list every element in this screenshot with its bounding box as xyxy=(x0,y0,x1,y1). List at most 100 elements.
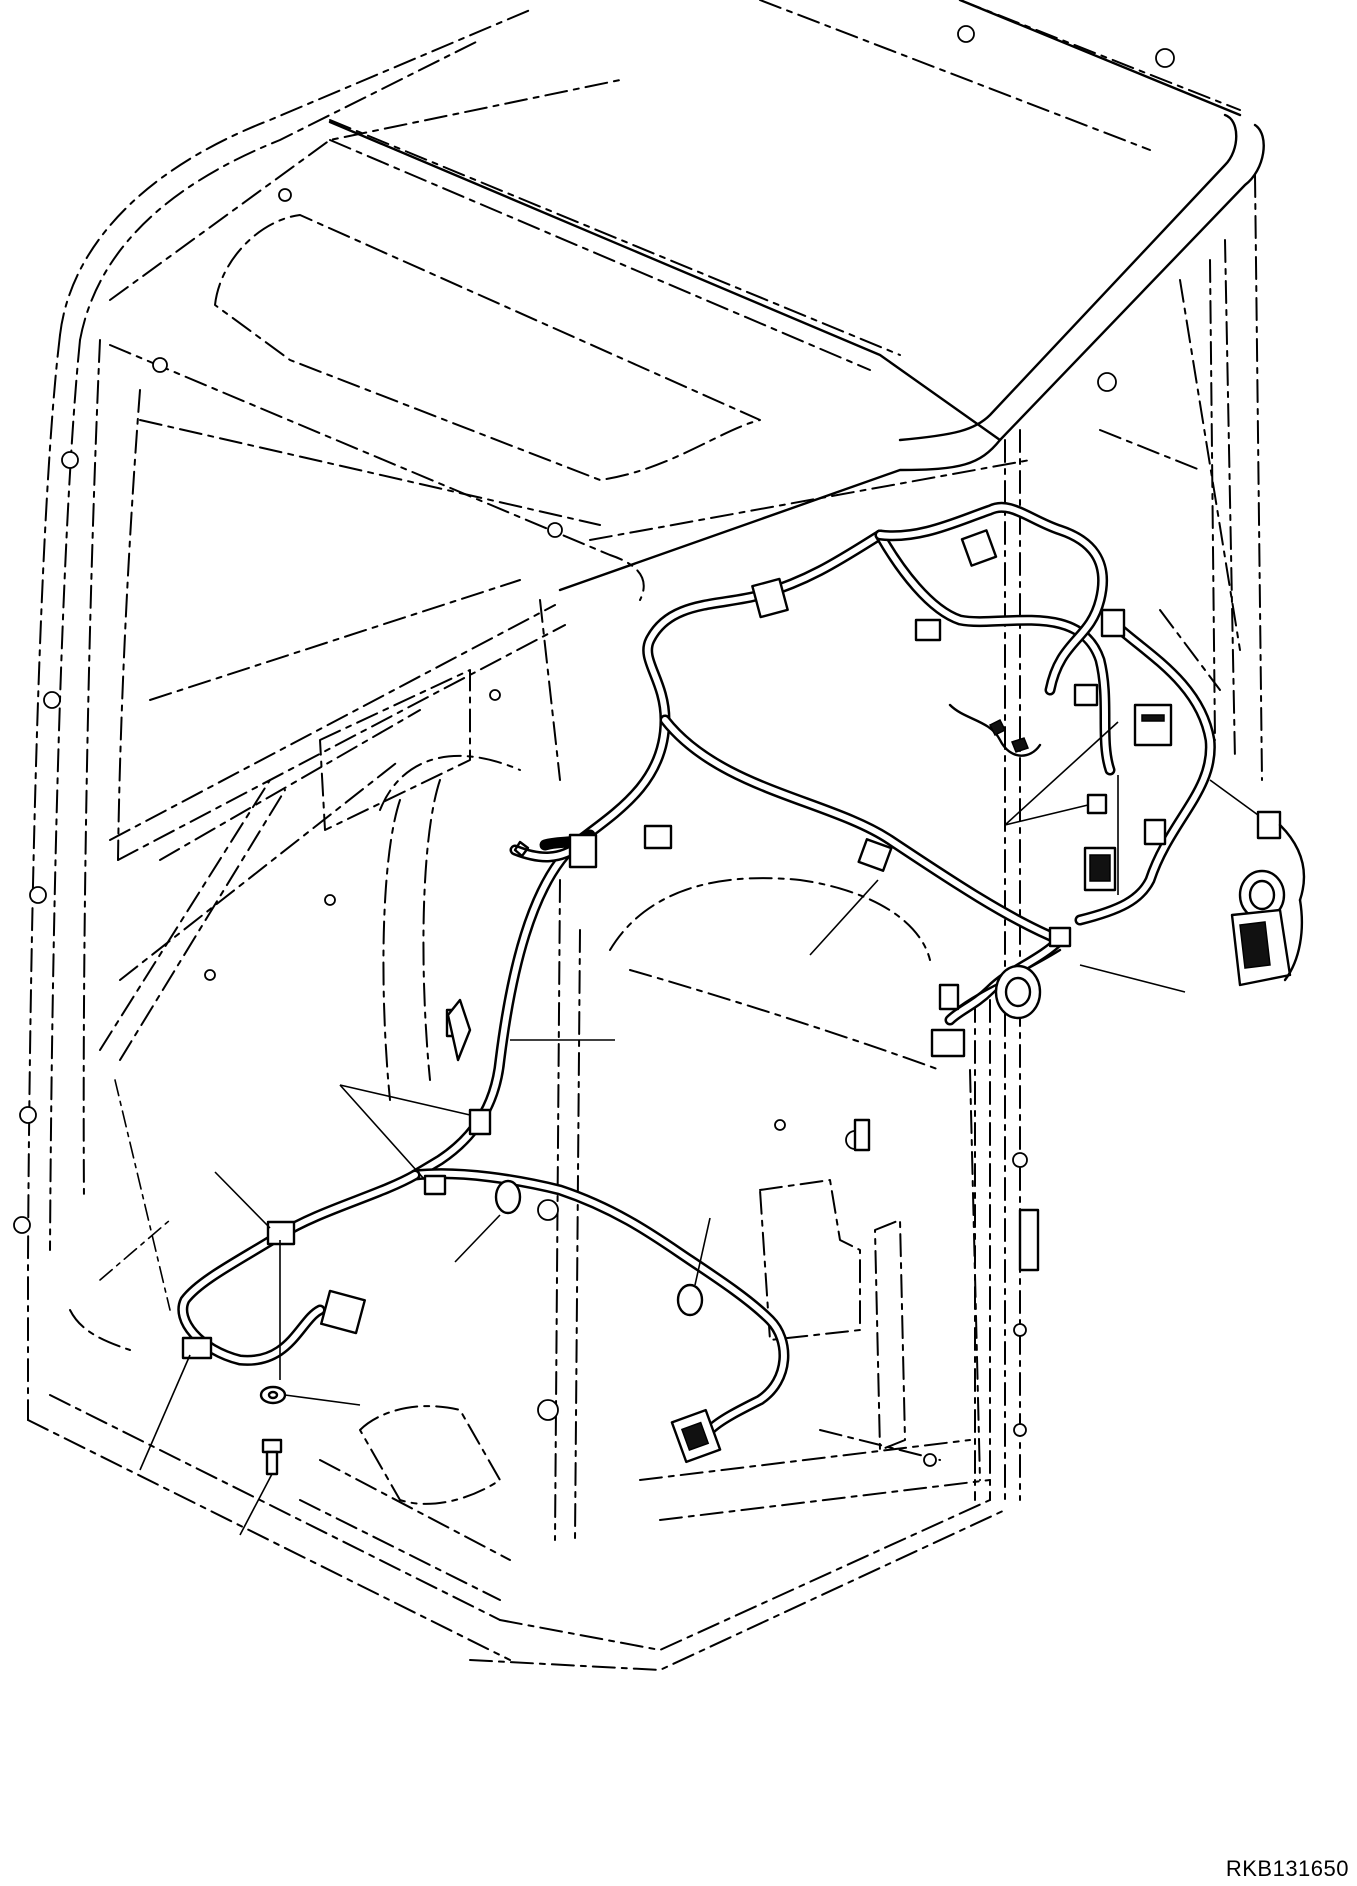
floor-plate-2 xyxy=(319,1459,511,1561)
leader-washer xyxy=(284,1394,361,1406)
left-inner-line-2 xyxy=(99,1219,171,1281)
bolt-head xyxy=(261,1438,283,1454)
rear-bracket xyxy=(853,1118,871,1152)
bolt xyxy=(261,1438,283,1476)
cab-roof-front-edge xyxy=(109,79,621,301)
clip-upper-loop xyxy=(1073,683,1099,707)
band-middle xyxy=(857,838,893,872)
stud-21 xyxy=(204,969,216,981)
harness-middle-branch xyxy=(659,714,1066,946)
connector-upper-1 xyxy=(751,577,789,619)
cab-floor-left-2 xyxy=(49,1394,501,1621)
diag-brace-2 xyxy=(119,789,286,1061)
washer-hole xyxy=(267,1390,279,1400)
seat-base-right xyxy=(969,1069,981,1481)
relay-1 xyxy=(1133,703,1173,747)
front-window-lower xyxy=(117,624,566,861)
cab-roof-left-corner xyxy=(59,9,531,336)
stud-18 xyxy=(278,188,292,202)
leader-connector-small xyxy=(1004,804,1089,826)
roof-top-tube xyxy=(958,0,1242,117)
leader-clamp-trunk-2 xyxy=(339,1084,426,1181)
stud-19 xyxy=(489,689,501,701)
connector-left-stub xyxy=(568,833,598,869)
switch-plug xyxy=(1256,810,1282,840)
bolt-shank xyxy=(265,1450,279,1476)
console-box-2 xyxy=(874,1219,906,1451)
console-box xyxy=(759,1179,861,1341)
drawing-code: RKB131650 xyxy=(1225,1856,1349,1881)
rear-right-post-3 xyxy=(1209,259,1216,741)
floor-front xyxy=(499,1499,991,1651)
harness-trunk xyxy=(409,529,886,1181)
wire-cluster-upper xyxy=(948,703,1042,757)
leader-clamp-trunk xyxy=(339,1084,471,1116)
leader-band-lower-2 xyxy=(694,1217,711,1286)
connector-small-2 xyxy=(1143,818,1167,846)
cab-floor-left xyxy=(27,1419,511,1661)
inner-sill-2 xyxy=(119,759,401,981)
stud-3 xyxy=(152,357,168,373)
band-lower-1 xyxy=(494,1179,522,1215)
leader-bolt xyxy=(239,1473,273,1536)
connector-right-1 xyxy=(938,983,960,1011)
leader-right-junction xyxy=(1079,964,1186,993)
stud-8 xyxy=(19,1106,37,1124)
center-column-top xyxy=(379,755,521,811)
leader-band-lower-1 xyxy=(454,1214,501,1263)
seat-base-bottom xyxy=(639,1439,971,1481)
connector-lower-left xyxy=(320,1289,366,1335)
stud-12 xyxy=(1013,1323,1027,1337)
vent-panel xyxy=(319,669,471,831)
inner-sill-1 xyxy=(159,709,421,861)
switch-assembly xyxy=(1230,810,1306,987)
clamp-lower-left xyxy=(266,1220,296,1246)
cab-roof-panel xyxy=(329,119,901,356)
stud-5 xyxy=(61,451,79,469)
callout-leaders xyxy=(139,721,1186,1536)
cab-left-post-inner xyxy=(49,339,81,1251)
rear-right-post-2 xyxy=(1224,239,1236,761)
clamp-trunk-upper xyxy=(643,824,673,850)
center-column-2 xyxy=(422,779,441,1081)
stud-1 xyxy=(957,25,975,43)
center-column xyxy=(382,799,401,1101)
grommet-right-inner xyxy=(1004,976,1032,1008)
stud-4 xyxy=(547,522,563,538)
leader-relay xyxy=(1004,721,1119,826)
diag-brace xyxy=(99,779,271,1051)
rear-wall-1 xyxy=(589,459,1031,541)
front-window-lower-2 xyxy=(109,604,556,841)
floor-plate xyxy=(359,1405,501,1505)
front-window-upper xyxy=(109,344,645,601)
seat-base-left xyxy=(574,929,581,1541)
front-window-left xyxy=(117,389,141,861)
leader-clamp-lower-left xyxy=(214,1171,271,1229)
left-stub-terminal xyxy=(513,840,530,858)
stud-13 xyxy=(1013,1423,1027,1437)
wire-cluster-terminal xyxy=(988,718,1007,737)
stud-9 xyxy=(13,1216,31,1234)
stud-7 xyxy=(29,886,47,904)
harness-components xyxy=(181,529,1306,1476)
seat-base-top xyxy=(629,969,941,1071)
rear-wall-2 xyxy=(539,599,561,781)
stud-6 xyxy=(43,691,61,709)
floor-plate-3 xyxy=(299,1499,501,1601)
connector-lower-end-face xyxy=(680,1421,710,1452)
stud-15 xyxy=(537,1199,559,1221)
roof-right-tube-2 xyxy=(898,113,1238,442)
switch-body-face xyxy=(1239,921,1271,969)
rear-window-edge xyxy=(1099,429,1201,471)
connector-right-2 xyxy=(930,1028,966,1058)
stud-16 xyxy=(537,1399,559,1421)
cab-left-post-edge xyxy=(82,339,101,1201)
front-window-diag-2 xyxy=(149,579,521,701)
front-window-diag xyxy=(139,419,601,526)
clip-right-junction xyxy=(1048,926,1072,948)
switch-knob-inner xyxy=(1248,879,1276,911)
seat-base-bottom-2 xyxy=(659,1479,991,1521)
connector-small-1 xyxy=(1086,793,1108,815)
frame-studs xyxy=(13,25,1175,1467)
stud-14 xyxy=(923,1453,937,1467)
